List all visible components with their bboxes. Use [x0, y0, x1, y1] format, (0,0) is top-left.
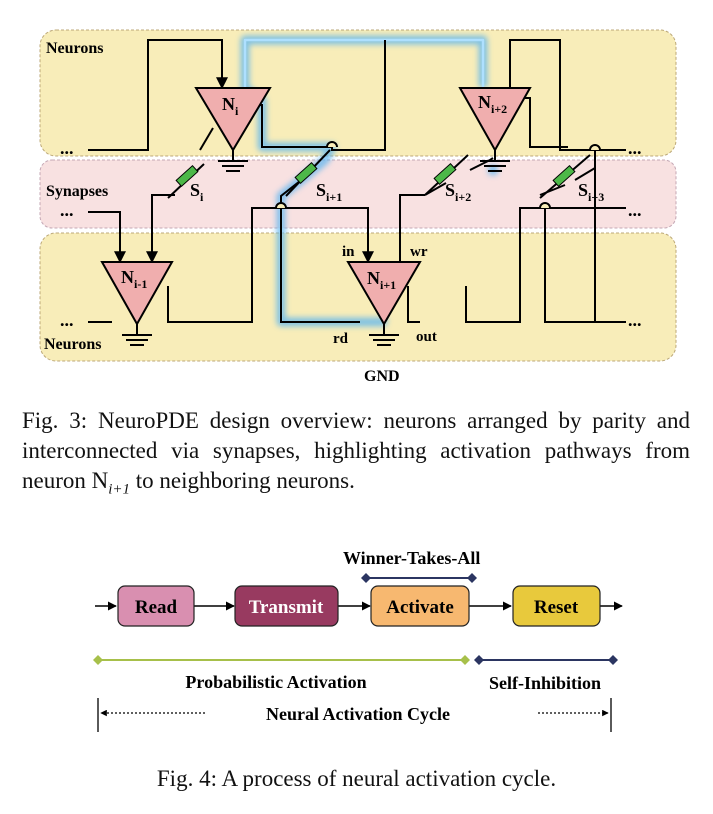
synapse-si2 [424, 154, 469, 196]
cycle-label: Neural Activation Cycle [266, 704, 450, 724]
wire-jumps [275, 141, 601, 209]
neurons-bottom-label: Neurons [44, 336, 102, 353]
ground-symbol [480, 150, 510, 172]
svg-text:Transmit: Transmit [249, 597, 324, 618]
ellipsis: ... [60, 310, 74, 330]
ground-symbol [122, 324, 152, 346]
ellipsis: ... [60, 138, 74, 158]
cycle-span [97, 698, 612, 732]
svg-text:Read: Read [135, 597, 178, 618]
gnd-label: GND [364, 368, 400, 385]
synapse-label-si2: Si+2 [445, 180, 471, 204]
wiring [88, 39, 626, 323]
synapse-si1 [285, 149, 331, 197]
neurons-band-bottom [39, 232, 677, 362]
ground-symbol [218, 150, 248, 172]
stage-activate: Activate [370, 585, 470, 627]
neuron-ni-1: Ni-1 [100, 261, 174, 327]
fig3-caption: Fig. 3: NeuroPDE design overview: neuron… [22, 408, 690, 498]
svg-text:Reset: Reset [534, 597, 579, 618]
synapse-si3 [539, 154, 591, 199]
ellipsis: ... [628, 138, 642, 158]
svg-text:Ni: Ni [222, 94, 239, 118]
stage-transmit: Transmit [234, 585, 339, 627]
stage-reset: Reset [512, 585, 601, 627]
svg-text:Activate: Activate [386, 597, 454, 618]
port-in-label: in [342, 244, 355, 260]
phase-probabilistic-label: Probabilistic Activation [185, 672, 366, 692]
neurons-band-top [39, 29, 677, 157]
neurons-top-label: Neurons [46, 40, 104, 57]
port-wr-label: wr [410, 244, 428, 260]
wta-label: Winner-Takes-All [343, 548, 480, 568]
ellipsis: ... [628, 200, 642, 220]
svg-text:Ni+1: Ni+1 [367, 268, 396, 292]
synapses-band [39, 159, 677, 229]
synapse-label-si1: Si+1 [316, 180, 342, 204]
fig4-caption: Fig. 4: A process of neural activation c… [156, 766, 557, 791]
ground-symbol [369, 324, 399, 346]
synapses-label: Synapses [46, 183, 108, 200]
synapse-label-si3: Si+3 [578, 180, 604, 204]
neuron-ni: Ni [194, 87, 272, 152]
synapse-si [167, 163, 205, 199]
port-out-label: out [416, 329, 437, 345]
phase-self-inhibition-label: Self-Inhibition [489, 673, 601, 693]
ellipsis: ... [60, 200, 74, 220]
stage-read: Read [117, 585, 195, 627]
synapse-label-si: Si [190, 180, 204, 204]
svg-text:Ni+2: Ni+2 [478, 92, 507, 116]
port-rd-label: rd [333, 331, 349, 347]
neuron-ni1: Ni+1 [346, 261, 422, 326]
ellipsis: ... [628, 310, 642, 330]
svg-text:Ni-1: Ni-1 [121, 267, 147, 291]
neuron-ni2: Ni+2 [458, 87, 532, 153]
